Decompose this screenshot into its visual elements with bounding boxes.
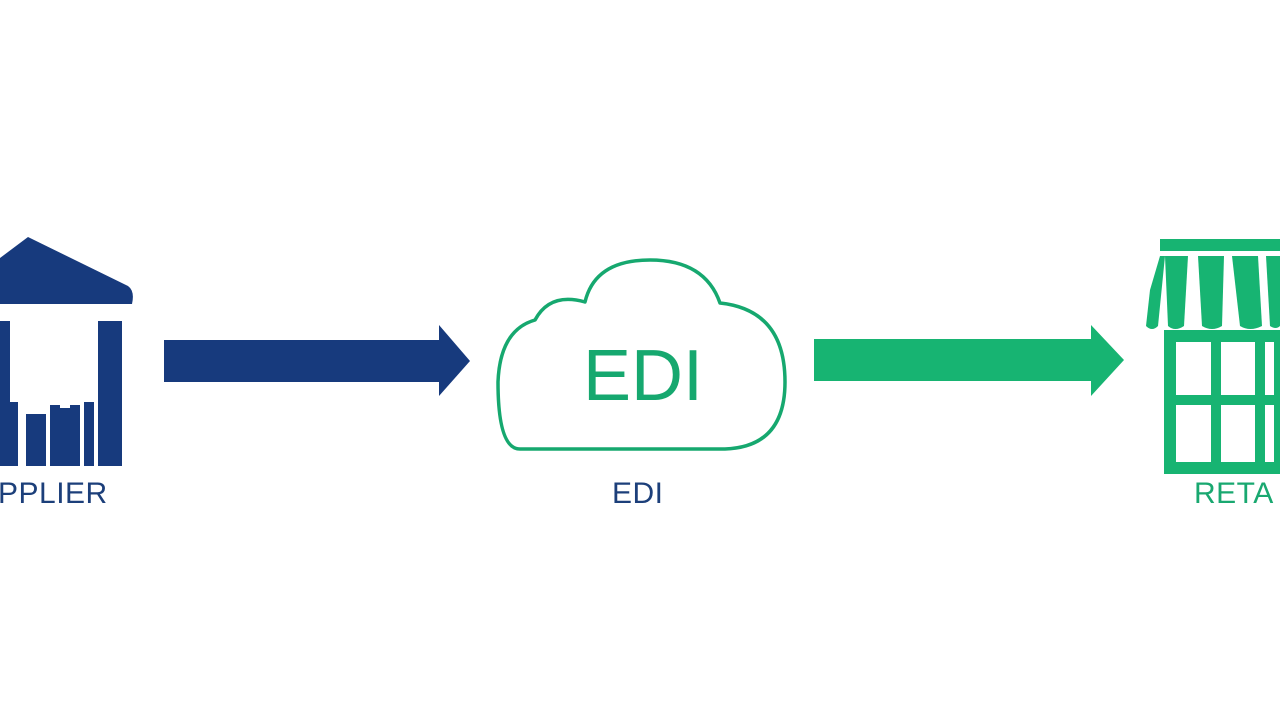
edi-label: EDI (612, 477, 664, 510)
arrow-right-icon (164, 325, 470, 396)
arrow-right-icon (814, 325, 1124, 396)
cloud-icon (496, 258, 787, 451)
supplier-label: PPLIER (0, 477, 108, 510)
retail-label: RETA (1194, 477, 1274, 510)
cloud-text: EDI (582, 336, 704, 416)
warehouse-icon (0, 237, 133, 466)
storefront-icon (1146, 239, 1280, 474)
